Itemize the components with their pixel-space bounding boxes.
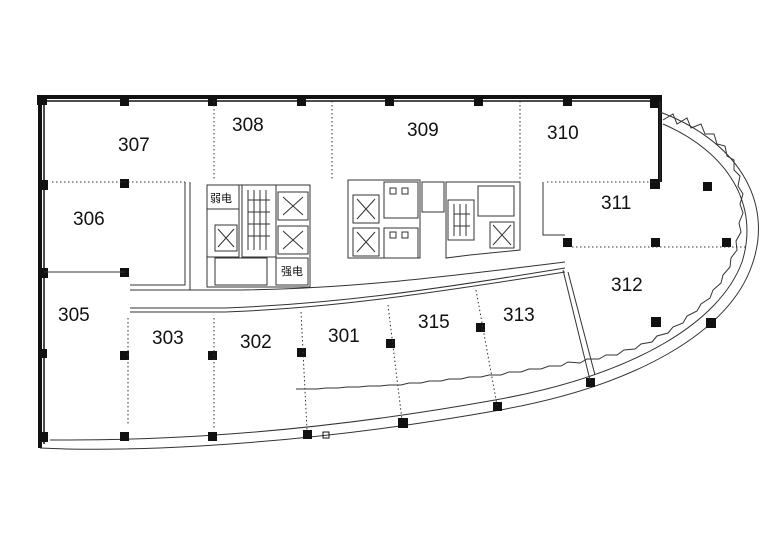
room-label-310: 310 <box>547 123 579 144</box>
room-label-306: 306 <box>73 209 105 230</box>
partitions <box>44 101 745 431</box>
corridor <box>130 261 566 313</box>
room-label-303: 303 <box>152 328 184 349</box>
room-label-301: 301 <box>328 326 360 347</box>
room-label-315: 315 <box>418 312 450 333</box>
weak-electric-room-label: 弱电 <box>210 192 232 205</box>
room-label-312: 312 <box>611 275 643 296</box>
service-core <box>206 179 521 288</box>
room-label-311: 311 <box>601 193 631 214</box>
strong-electric-room-label: 强电 <box>281 265 303 278</box>
room-label-308: 308 <box>232 115 264 136</box>
room-label-305: 305 <box>58 305 90 326</box>
room-label-309: 309 <box>407 120 439 141</box>
room-label-313: 313 <box>503 305 535 326</box>
room-label-307: 307 <box>118 135 150 156</box>
room-label-302: 302 <box>240 332 272 353</box>
room-labels: 307 308 309 310 306 311 312 305 303 302 … <box>58 115 643 353</box>
